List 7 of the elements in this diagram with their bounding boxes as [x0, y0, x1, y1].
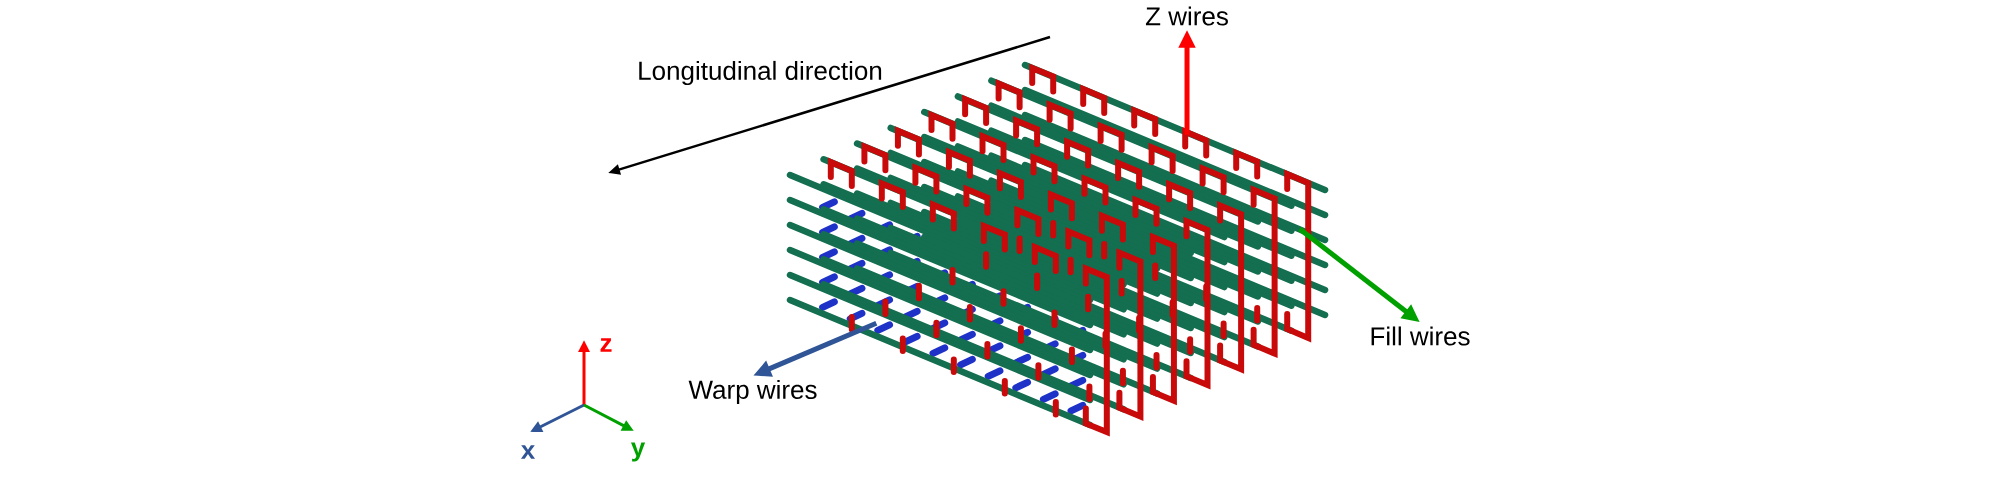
axis-label: y	[631, 442, 646, 462]
axis-label: z	[600, 338, 612, 352]
wire-label: Warp wires	[688, 379, 817, 405]
direction-label: Longitudinal direction	[639, 60, 882, 86]
wire-label: Fill wires	[1371, 326, 1470, 346]
wire-label: Z wires	[1145, 6, 1228, 26]
axis-label: x	[520, 445, 536, 459]
